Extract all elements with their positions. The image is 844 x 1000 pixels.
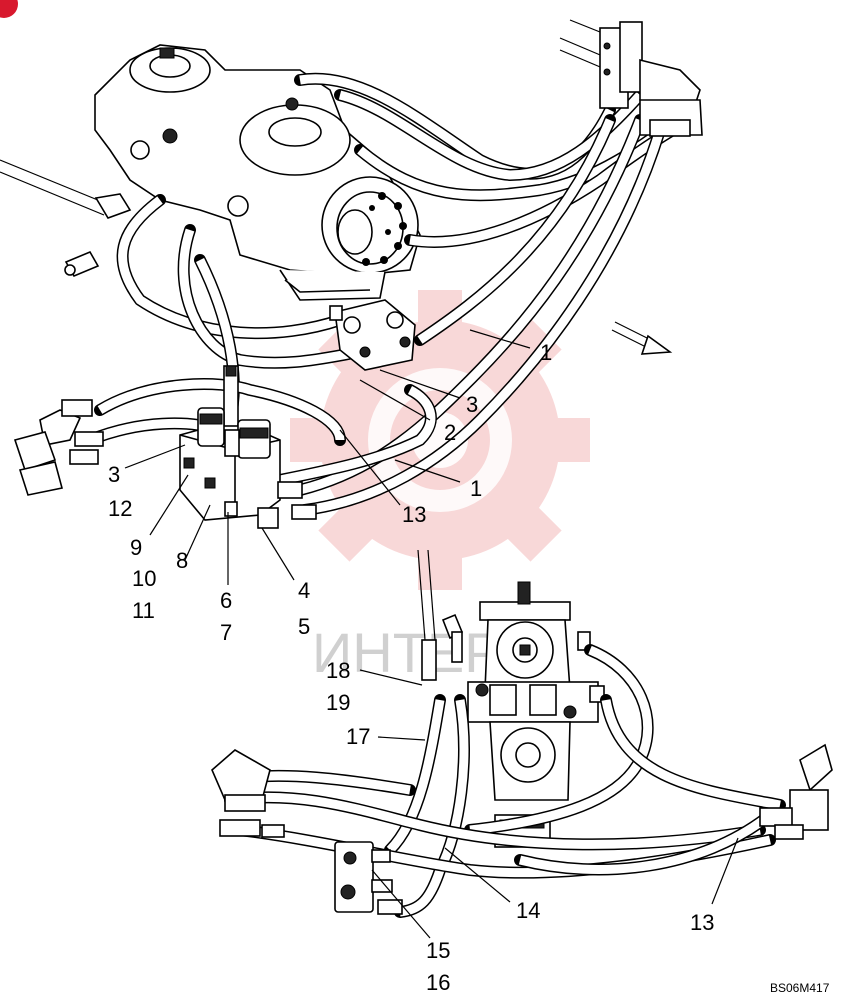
pump-assembly xyxy=(417,549,605,848)
main-valve-block xyxy=(179,365,317,529)
drawing-code: BS06M417 xyxy=(770,981,830,995)
callout-17: 17 xyxy=(346,724,370,749)
direction-arrow xyxy=(611,321,673,355)
callout-3-upper: 3 xyxy=(466,392,478,417)
leader-lines xyxy=(124,329,739,939)
callout-1-upper: 1 xyxy=(540,340,552,365)
left-hose-ends xyxy=(13,399,104,496)
callout-19: 19 xyxy=(326,690,350,715)
callout-4: 4 xyxy=(298,578,310,603)
callout-10: 10 xyxy=(132,566,156,591)
callout-16: 16 xyxy=(426,970,450,995)
corner-badge xyxy=(0,0,18,18)
callout-15: 15 xyxy=(426,938,450,963)
callout-labels: 1 3 2 1 13 3 12 9 8 10 11 6 7 4 5 18 19 … xyxy=(108,340,830,995)
callout-11: 11 xyxy=(132,598,155,623)
callout-13-lower: 13 xyxy=(690,910,714,935)
callout-14: 14 xyxy=(516,898,540,923)
callout-12: 12 xyxy=(108,496,132,521)
callout-7: 7 xyxy=(220,620,232,645)
callout-1-lower: 1 xyxy=(470,476,482,501)
callout-2: 2 xyxy=(444,420,456,445)
top-right-bracket xyxy=(559,19,703,137)
watermark-text: ИНТЕР xyxy=(312,621,502,684)
axle-motor-assembly xyxy=(94,44,421,301)
top-hose-bundle xyxy=(84,72,701,516)
centre-tee-valve xyxy=(329,299,416,371)
callout-5: 5 xyxy=(298,614,310,639)
bottom-brackets xyxy=(211,743,833,840)
callout-13-upper: 13 xyxy=(402,502,426,527)
bottom-small-valve xyxy=(334,841,403,915)
callout-9: 9 xyxy=(130,535,142,560)
callout-18: 18 xyxy=(326,658,350,683)
callout-8: 8 xyxy=(176,548,188,573)
callout-6: 6 xyxy=(220,588,232,613)
callout-3-left: 3 xyxy=(108,462,120,487)
